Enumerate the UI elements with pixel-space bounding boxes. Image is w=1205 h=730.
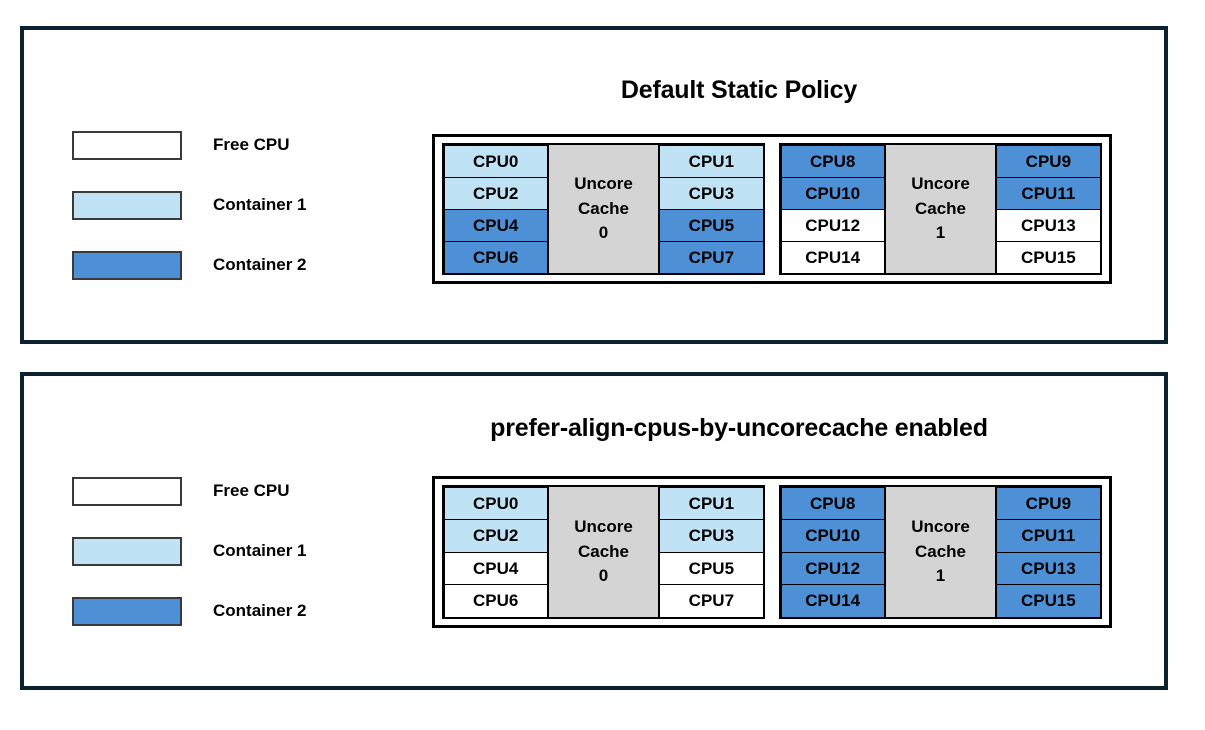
cpu-cell: CPU11 [996, 176, 1101, 210]
legend-swatch-container-2 [72, 596, 182, 626]
cpu-cell: CPU4 [443, 551, 548, 585]
cpu-column-left: CPU0 CPU2 CPU4 CPU6 [443, 144, 548, 274]
cpu-cell: CPU7 [659, 240, 764, 274]
uncore-label-line-3: 1 [935, 566, 946, 586]
cpu-cell: CPU2 [443, 176, 548, 210]
cpu-cell: CPU9 [996, 144, 1101, 178]
cpu-column-right: CPU9 CPU11 CPU13 CPU15 [996, 486, 1101, 618]
uncore-label-line-1: Uncore [574, 174, 633, 194]
legend-swatch-container-2 [72, 250, 182, 280]
cpu-cell: CPU7 [659, 584, 764, 618]
cpu-cell: CPU1 [659, 486, 764, 520]
cpu-cell: CPU15 [996, 584, 1101, 618]
cpu-cell: CPU4 [443, 208, 548, 242]
uncore-label-line-3: 0 [598, 566, 609, 586]
panel-default-static-policy: Default Static Policy Free CPU Container… [20, 26, 1168, 344]
cpu-cell: CPU8 [780, 486, 885, 520]
uncore-label-line-2: Cache [577, 198, 630, 218]
socket-uncore-cache-0: CPU0 CPU2 CPU4 CPU6 Uncore Cache 0 CPU1 … [442, 485, 765, 619]
cpu-column-right: CPU1 CPU3 CPU5 CPU7 [659, 486, 764, 618]
legend-item-free-cpu: Free CPU [72, 476, 307, 506]
cpu-cell: CPU15 [996, 240, 1101, 274]
legend-item-container-2: Container 2 [72, 596, 307, 626]
socket-uncore-cache-0: CPU0 CPU2 CPU4 CPU6 Uncore Cache 0 CPU1 … [442, 143, 765, 275]
cpu-cell: CPU11 [996, 519, 1101, 553]
cpu-topology-diagram: CPU0 CPU2 CPU4 CPU6 Uncore Cache 0 CPU1 … [432, 476, 1112, 628]
cpu-column-left: CPU8 CPU10 CPU12 CPU14 [780, 486, 885, 618]
uncore-cache-block: Uncore Cache 1 [884, 145, 997, 273]
legend-item-container-1: Container 1 [72, 190, 307, 220]
cpu-cell: CPU2 [443, 519, 548, 553]
panel-prefer-align-cpus-by-uncorecache: prefer-align-cpus-by-uncorecache enabled… [20, 372, 1168, 690]
cpu-cell: CPU13 [996, 208, 1101, 242]
cpu-cell: CPU5 [659, 551, 764, 585]
cpu-column-right: CPU9 CPU11 CPU13 CPU15 [996, 144, 1101, 274]
cpu-cell: CPU8 [780, 144, 885, 178]
uncore-label-line-3: 1 [935, 223, 946, 243]
uncore-label-line-2: Cache [914, 198, 967, 218]
legend-swatch-container-1 [72, 190, 182, 220]
uncore-label-line-2: Cache [577, 541, 630, 561]
cpu-cell: CPU10 [780, 176, 885, 210]
uncore-cache-block: Uncore Cache 0 [547, 145, 660, 273]
legend-label-container-1: Container 1 [213, 195, 307, 214]
uncore-label-line-1: Uncore [574, 517, 633, 537]
page-title: Default Static Policy [620, 76, 858, 104]
legend-swatch-free-cpu [72, 476, 182, 506]
uncore-cache-block: Uncore Cache 0 [547, 487, 660, 617]
cpu-cell: CPU6 [443, 240, 548, 274]
legend-label-free-cpu: Free CPU [213, 481, 290, 500]
cpu-cell: CPU3 [659, 519, 764, 553]
legend-item-free-cpu: Free CPU [72, 130, 307, 160]
legend-label-container-2: Container 2 [213, 601, 307, 620]
cpu-cell: CPU9 [996, 486, 1101, 520]
cpu-cell: CPU3 [659, 176, 764, 210]
page-title: prefer-align-cpus-by-uncorecache enabled [490, 414, 988, 442]
socket-uncore-cache-1: CPU8 CPU10 CPU12 CPU14 Uncore Cache 1 CP… [779, 485, 1102, 619]
legend: Free CPU Container 1 Container 2 [72, 130, 307, 280]
legend-item-container-1: Container 1 [72, 536, 307, 566]
cpu-column-right: CPU1 CPU3 CPU5 CPU7 [659, 144, 764, 274]
uncore-label-line-2: Cache [914, 541, 967, 561]
cpu-cell: CPU10 [780, 519, 885, 553]
legend-swatch-free-cpu [72, 130, 182, 160]
socket-uncore-cache-1: CPU8 CPU10 CPU12 CPU14 Uncore Cache 1 CP… [779, 143, 1102, 275]
legend-swatch-container-1 [72, 536, 182, 566]
cpu-cell: CPU0 [443, 486, 548, 520]
cpu-cell: CPU14 [780, 240, 885, 274]
uncore-label-line-1: Uncore [911, 517, 970, 537]
cpu-cell: CPU6 [443, 584, 548, 618]
legend-label-container-2: Container 2 [213, 255, 307, 274]
legend-label-container-1: Container 1 [213, 541, 307, 560]
cpu-cell: CPU5 [659, 208, 764, 242]
legend-label-free-cpu: Free CPU [213, 135, 290, 154]
cpu-topology-diagram: CPU0 CPU2 CPU4 CPU6 Uncore Cache 0 CPU1 … [432, 134, 1112, 284]
cpu-cell: CPU1 [659, 144, 764, 178]
uncore-label-line-3: 0 [598, 223, 609, 243]
cpu-cell: CPU13 [996, 551, 1101, 585]
cpu-cell: CPU12 [780, 208, 885, 242]
cpu-cell: CPU14 [780, 584, 885, 618]
uncore-label-line-1: Uncore [911, 174, 970, 194]
cpu-column-left: CPU0 CPU2 CPU4 CPU6 [443, 486, 548, 618]
uncore-cache-block: Uncore Cache 1 [884, 487, 997, 617]
cpu-column-left: CPU8 CPU10 CPU12 CPU14 [780, 144, 885, 274]
legend: Free CPU Container 1 Container 2 [72, 476, 307, 626]
cpu-cell: CPU0 [443, 144, 548, 178]
cpu-cell: CPU12 [780, 551, 885, 585]
legend-item-container-2: Container 2 [72, 250, 307, 280]
